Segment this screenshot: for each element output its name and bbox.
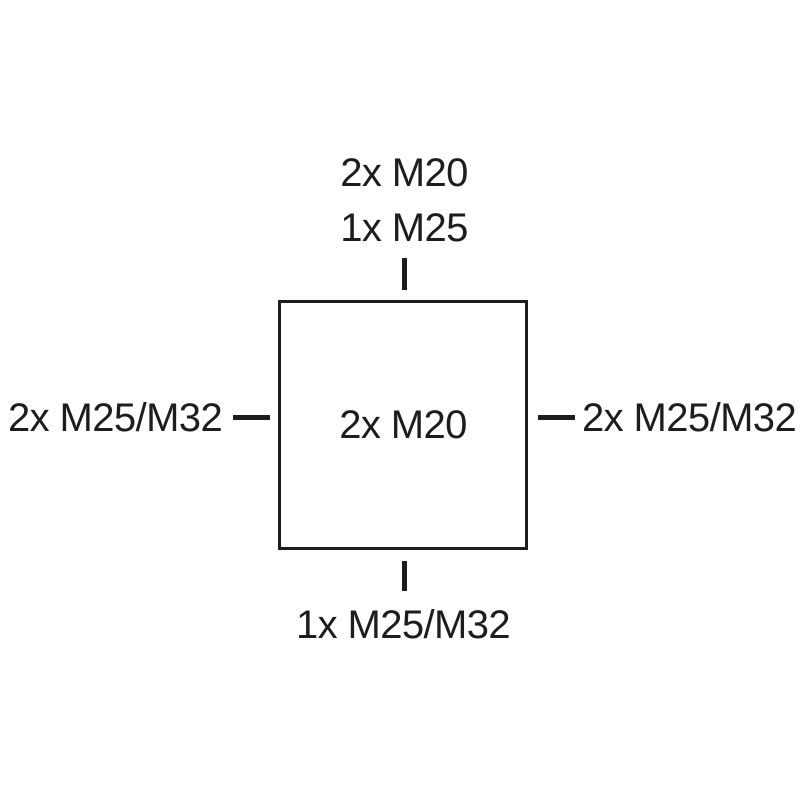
bottom-entry-tick-line <box>402 561 407 591</box>
junction-box-outline: 2x M20 <box>278 300 528 550</box>
top-entry-tick-line <box>402 258 407 290</box>
left-entry-tick-line <box>233 415 270 420</box>
box-center-label: 2x M20 <box>339 402 467 447</box>
right-entry-label: 2x M25/M32 <box>582 396 797 440</box>
top-entry-label-line2: 1x M25 <box>340 206 468 250</box>
top-entry-label: 2x M20 1x M25 <box>278 146 530 256</box>
top-entry-label-line1: 2x M20 <box>340 151 468 195</box>
right-entry-tick-line <box>538 415 575 420</box>
left-entry-label: 2x M25/M32 <box>8 396 223 440</box>
bottom-entry-label: 1x M25/M32 <box>295 603 511 647</box>
